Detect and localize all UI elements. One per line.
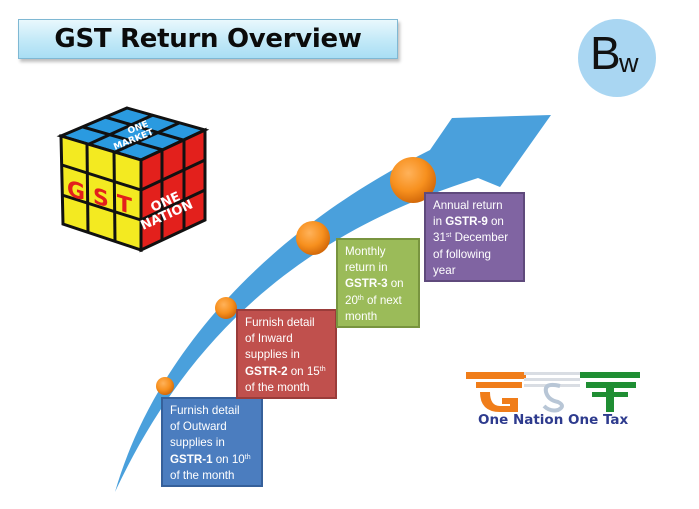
page-title: GST Return Overview — [54, 24, 362, 54]
step-box-gstr-9: Annual return in GSTR-9 on 31st December… — [424, 192, 525, 282]
step-4-line-2: in GSTR-9 on — [433, 215, 504, 229]
gst-cube-illustration: ONE MARKET GST ONE NATION — [56, 106, 210, 253]
gst-one-nation-logo — [466, 372, 640, 413]
step-3-line-1: Monthly — [345, 245, 386, 258]
step-2-line-4: GSTR-2 on 15th — [245, 364, 326, 378]
title-banner: GST Return Overview — [18, 19, 398, 59]
step-3-form: GSTR-3 — [345, 277, 388, 291]
step-1-line-5: of the month — [170, 468, 235, 482]
step-4-form: GSTR-9 — [445, 215, 488, 229]
milestone-dot-2 — [215, 297, 237, 319]
step-3-line-4: 20th of next — [345, 293, 402, 307]
step-box-gstr-2: Furnish detail of Inward supplies in GST… — [236, 309, 337, 399]
gst-logo-letter-g — [466, 372, 526, 412]
gst-logo-tagline: One Nation One Tax — [478, 412, 629, 428]
step-3-line-3: GSTR-3 on — [345, 277, 404, 291]
step-2-line-1: Furnish detail — [245, 316, 315, 329]
milestone-dot-4 — [390, 157, 436, 203]
logo-letter-b: B — [590, 27, 621, 79]
curved-arrow — [115, 115, 551, 492]
gst-logo-letter-t — [580, 372, 640, 412]
milestone-dot-3 — [296, 221, 330, 255]
step-2-line-2: of Inward — [245, 332, 293, 346]
step-2-line-3: supplies in — [245, 348, 300, 362]
bw-logo: B w — [578, 19, 656, 97]
step-3-line-2: return in — [345, 261, 388, 275]
milestone-dot-1 — [156, 377, 174, 395]
step-4-line-1: Annual return — [433, 199, 503, 212]
step-1-form: GSTR-1 — [170, 452, 213, 466]
step-1-line-3: supplies in — [170, 436, 225, 450]
step-2-line-5: of the month — [245, 380, 310, 394]
step-4-line-5: year — [433, 263, 456, 277]
step-2-form: GSTR-2 — [245, 364, 288, 378]
gst-logo-letter-s — [524, 372, 580, 413]
step-1-line-1: Furnish detail — [170, 404, 240, 417]
logo-letter-w: w — [619, 48, 639, 78]
step-box-gstr-1: Furnish detail of Outward supplies in GS… — [161, 397, 263, 487]
step-1-line-4: GSTR-1 on 10th — [170, 452, 251, 466]
step-3-line-5: month — [345, 309, 378, 323]
step-1-line-2: of Outward — [170, 420, 227, 434]
step-box-gstr-3: Monthly return in GSTR-3 on 20th of next… — [336, 238, 420, 328]
step-4-line-4: of following — [433, 247, 492, 261]
step-4-line-3: 31st December — [433, 231, 509, 245]
